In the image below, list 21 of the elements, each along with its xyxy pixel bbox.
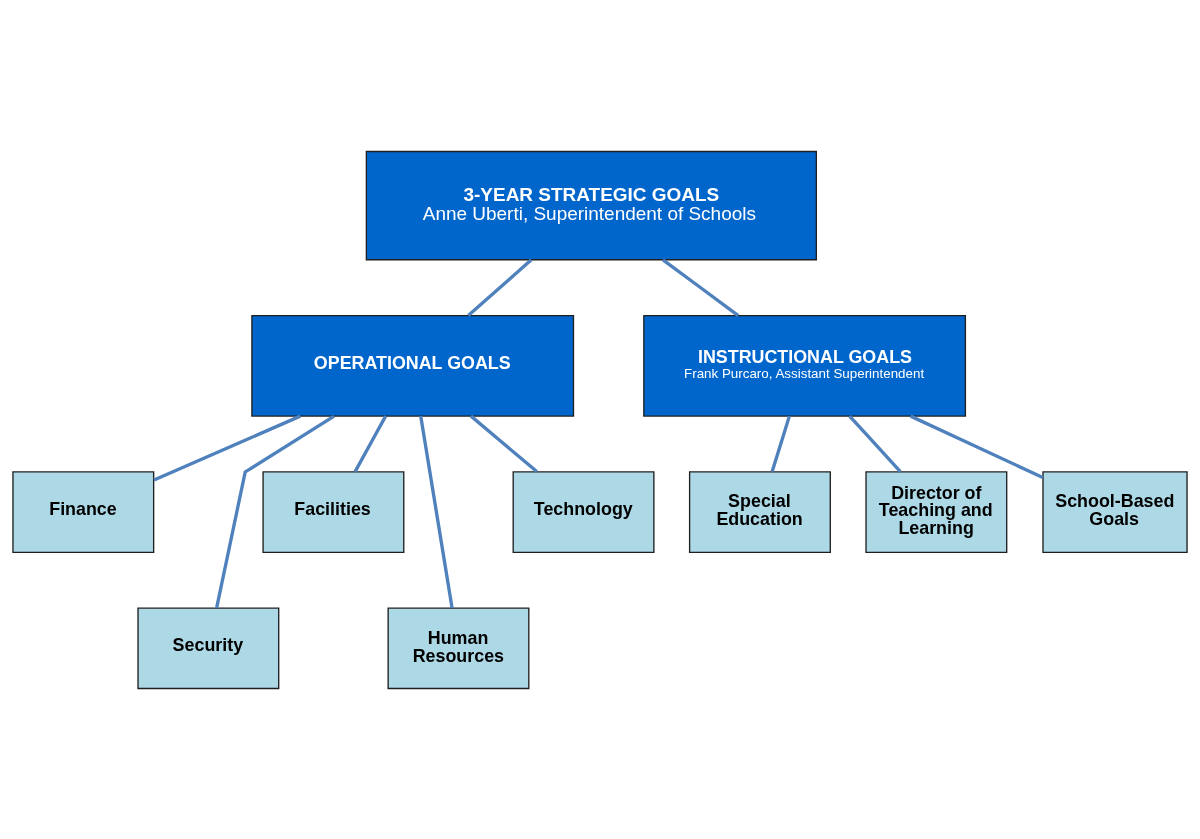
connector: [215, 414, 335, 608]
node-box: School-Based Goals: [1042, 470, 1188, 553]
connector: [469, 414, 538, 473]
node-box: Facilities: [262, 470, 405, 553]
connector: [353, 414, 388, 472]
connector: [467, 258, 533, 317]
connector: [770, 415, 791, 472]
node-box: Special Education: [688, 470, 831, 553]
node-box: Technology: [512, 470, 655, 553]
connector: [419, 415, 454, 608]
node-box: Human Resources: [387, 606, 530, 689]
connector: [848, 414, 902, 473]
node-box: Finance: [12, 470, 155, 553]
node-box: Director of Teaching and Learning: [865, 470, 1008, 553]
node-box: OPERATIONAL GOALS: [251, 314, 575, 417]
node-box: INSTRUCTIONAL GOALS Frank Purcaro, Assistant Superintendent: [643, 314, 967, 417]
connector: [909, 414, 1044, 479]
connector: [153, 414, 301, 482]
node-box: Security: [137, 606, 280, 689]
connector: [661, 257, 740, 317]
node-box: 3-YEAR STRATEGIC GOALS Anne Uberti, Superintendent of Schools: [365, 150, 817, 260]
